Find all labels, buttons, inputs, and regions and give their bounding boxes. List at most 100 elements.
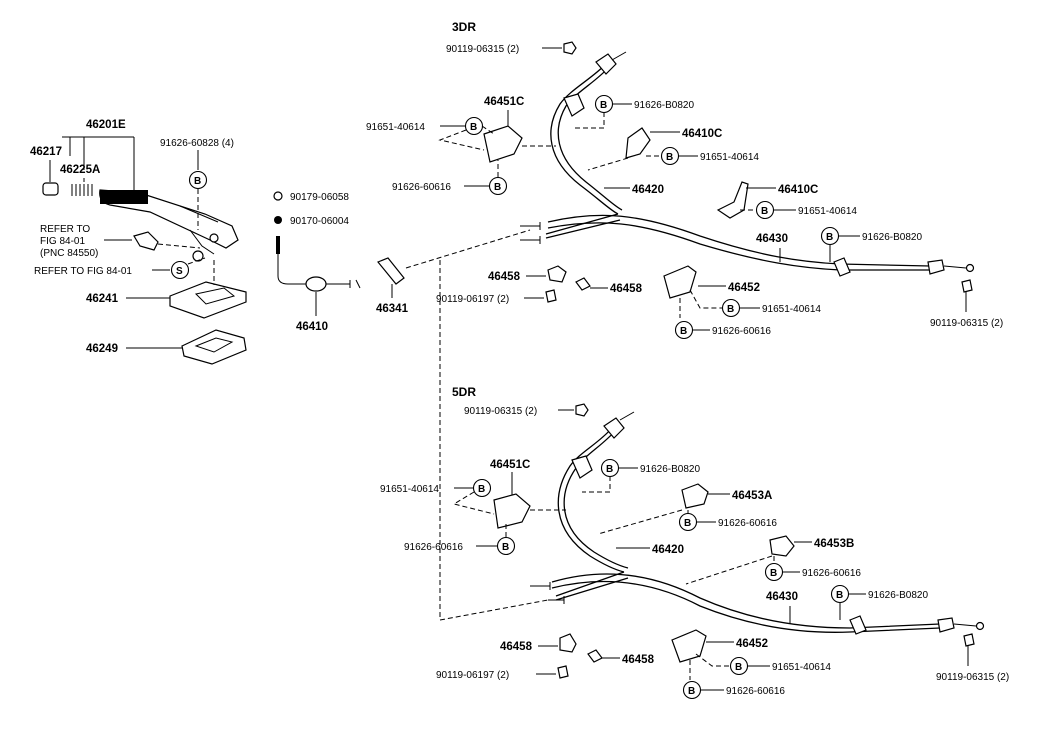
- callout-b: B: [194, 176, 201, 187]
- cable-grommet: [849, 615, 867, 635]
- label-46452-top: 46452: [728, 282, 760, 294]
- bracket-46452-part: [663, 265, 697, 299]
- dashed-link: [452, 491, 566, 515]
- label-46453A-bot: 46453A: [732, 490, 772, 502]
- label-46430-top: 46430: [756, 233, 788, 245]
- callout-b: B: [502, 542, 509, 553]
- label-91626-60616-bot-a: 91626-60616: [404, 542, 463, 553]
- equalizer-rod-part: [277, 236, 306, 285]
- callout-b-circle: [678, 512, 698, 532]
- part-label-46225A: 46225A: [60, 164, 100, 176]
- cable-end-fitting: [603, 417, 625, 439]
- cable-end-nut: [965, 263, 975, 273]
- nut-label-90170: 90170-06004: [290, 216, 349, 227]
- cable-end-pin: [611, 51, 627, 61]
- label-91626-B0820-bot-a: 91626-B0820: [640, 464, 700, 475]
- refer-note-line3: (PNC 84550): [40, 248, 98, 259]
- label-91626-60616-top-b: 91626-60616: [712, 326, 771, 337]
- section-header-5dr: 5DR: [452, 385, 476, 399]
- label-91651-40614-top-d: 91651-40614: [762, 304, 821, 315]
- label-46458-bot-b: 46458: [622, 654, 655, 666]
- equalizer-part: [305, 276, 327, 292]
- dashed-link: [689, 653, 730, 680]
- label-90119-06197-top: 90119-06197 (2): [436, 294, 509, 305]
- cable-grommet: [833, 257, 851, 277]
- boot-part: [181, 329, 247, 365]
- cable-46420-5dr-part: [557, 427, 625, 573]
- dashed-link: [572, 112, 605, 129]
- nut-90179-part: [273, 191, 283, 201]
- lever-grip-part: [100, 190, 148, 204]
- cable-grommet: [571, 455, 593, 479]
- clip-46458-5dr-b-part: [587, 649, 603, 663]
- callout-b-circle: [682, 680, 702, 700]
- part-label-46217: 46217: [30, 146, 62, 158]
- bracket-46451C-5dr-part: [493, 493, 531, 529]
- lever-pawl-part: [192, 250, 204, 262]
- bracket-46410C-a-part: [625, 127, 651, 159]
- label-91626-60616-bot-b: 91626-60616: [718, 518, 777, 529]
- dashed-link: [679, 289, 722, 318]
- cable-ends: [545, 213, 621, 239]
- cable-end-rod: [943, 265, 967, 269]
- bolt-part: [557, 665, 569, 679]
- boot-opening: [194, 337, 234, 353]
- cable-46430-part-b: [547, 222, 930, 271]
- label-46410C-top-b: 46410C: [778, 184, 818, 196]
- callout-b-circle: [721, 298, 741, 318]
- cable-end-rods: [530, 582, 565, 604]
- label-46420-bot: 46420: [652, 544, 684, 556]
- cable-46430-part: [547, 214, 931, 267]
- part-label-46241: 46241: [86, 293, 119, 305]
- leader-46201E: [62, 136, 135, 196]
- dashed-link: [438, 125, 556, 151]
- label-91651-40614-top-b: 91651-40614: [700, 152, 759, 163]
- callout-b: B: [606, 464, 613, 475]
- switch-part: [133, 231, 159, 251]
- bolt-part: [963, 633, 975, 647]
- cable-46420-part-b: [557, 65, 623, 211]
- cable-46420-5dr-part-b: [563, 429, 629, 569]
- callout-b-circle: [764, 562, 784, 582]
- label-91651-40614-top-a: 91651-40614: [366, 122, 425, 133]
- part-label-46341: 46341: [376, 303, 409, 315]
- cable-end-nut: [975, 621, 985, 631]
- callout-b: B: [770, 568, 777, 579]
- cable-grommet: [563, 93, 585, 117]
- callout-b: B: [494, 182, 501, 193]
- callout-b: B: [761, 206, 768, 217]
- callout-b: B: [680, 326, 687, 337]
- clip-46458-part: [547, 265, 567, 283]
- label-90119-06315-top-b: 90119-06315 (2): [930, 318, 1003, 329]
- label-91651-40614-bot-b: 91651-40614: [772, 662, 831, 673]
- dashed-link: [439, 599, 549, 621]
- label-46451C-bot: 46451C: [490, 459, 530, 471]
- base-bracket-opening: [194, 287, 236, 305]
- lever-body-part: [99, 189, 239, 249]
- leader-46217: [49, 160, 85, 182]
- label-46453B-bot: 46453B: [814, 538, 854, 550]
- base-bracket-part: [169, 281, 247, 319]
- dashed-link: [187, 257, 206, 265]
- cable-46430-5dr-part: [551, 573, 941, 629]
- cable-end-fitting: [595, 53, 617, 75]
- label-90119-06315-top: 90119-06315 (2): [446, 44, 519, 55]
- label-46451C-top: 46451C: [484, 96, 524, 108]
- dashed-link: [587, 155, 660, 171]
- dashed-link: [405, 229, 531, 269]
- callout-b-circle: [674, 320, 694, 340]
- holder-46341-part: [377, 257, 405, 285]
- refer-note-line1: REFER TO: [40, 224, 90, 235]
- label-90119-06315-bot: 90119-06315 (2): [464, 406, 537, 417]
- cable-end-pin: [619, 411, 635, 421]
- callout-b: B: [478, 484, 485, 495]
- bracket-46410C-b-part: [716, 181, 749, 219]
- dashed-link: [582, 476, 611, 493]
- callout-b: B: [836, 590, 843, 601]
- cable-46420-part: [550, 63, 619, 215]
- refer-note-2: REFER TO FIG 84-01: [34, 266, 132, 277]
- callout-b-circle: [472, 478, 492, 498]
- cable-end-fitting: [937, 617, 955, 633]
- label-46452-bot: 46452: [736, 638, 768, 650]
